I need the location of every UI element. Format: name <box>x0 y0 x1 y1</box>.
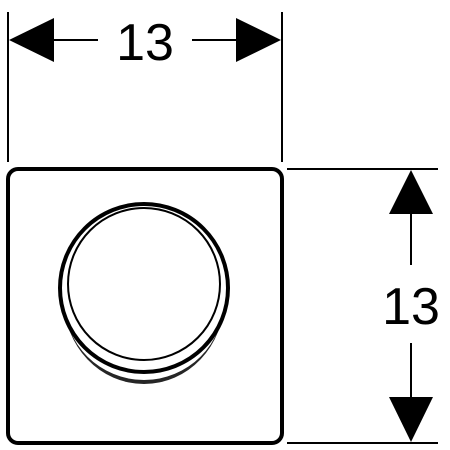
width-dimension-label: 13 <box>116 14 174 72</box>
height-arrow-top <box>389 170 433 214</box>
push-button-inner-ring <box>67 207 221 361</box>
width-arrow-left <box>9 18 54 62</box>
height-dimension-label: 13 <box>382 278 440 336</box>
width-dimension: 13 <box>7 12 283 162</box>
push-button <box>58 202 230 384</box>
flush-plate-outline <box>6 167 284 445</box>
push-button-outer-ring <box>58 202 230 374</box>
height-arrow-bottom <box>389 397 433 442</box>
height-dimension: 13 <box>287 168 440 444</box>
width-arrow-right <box>236 18 281 62</box>
